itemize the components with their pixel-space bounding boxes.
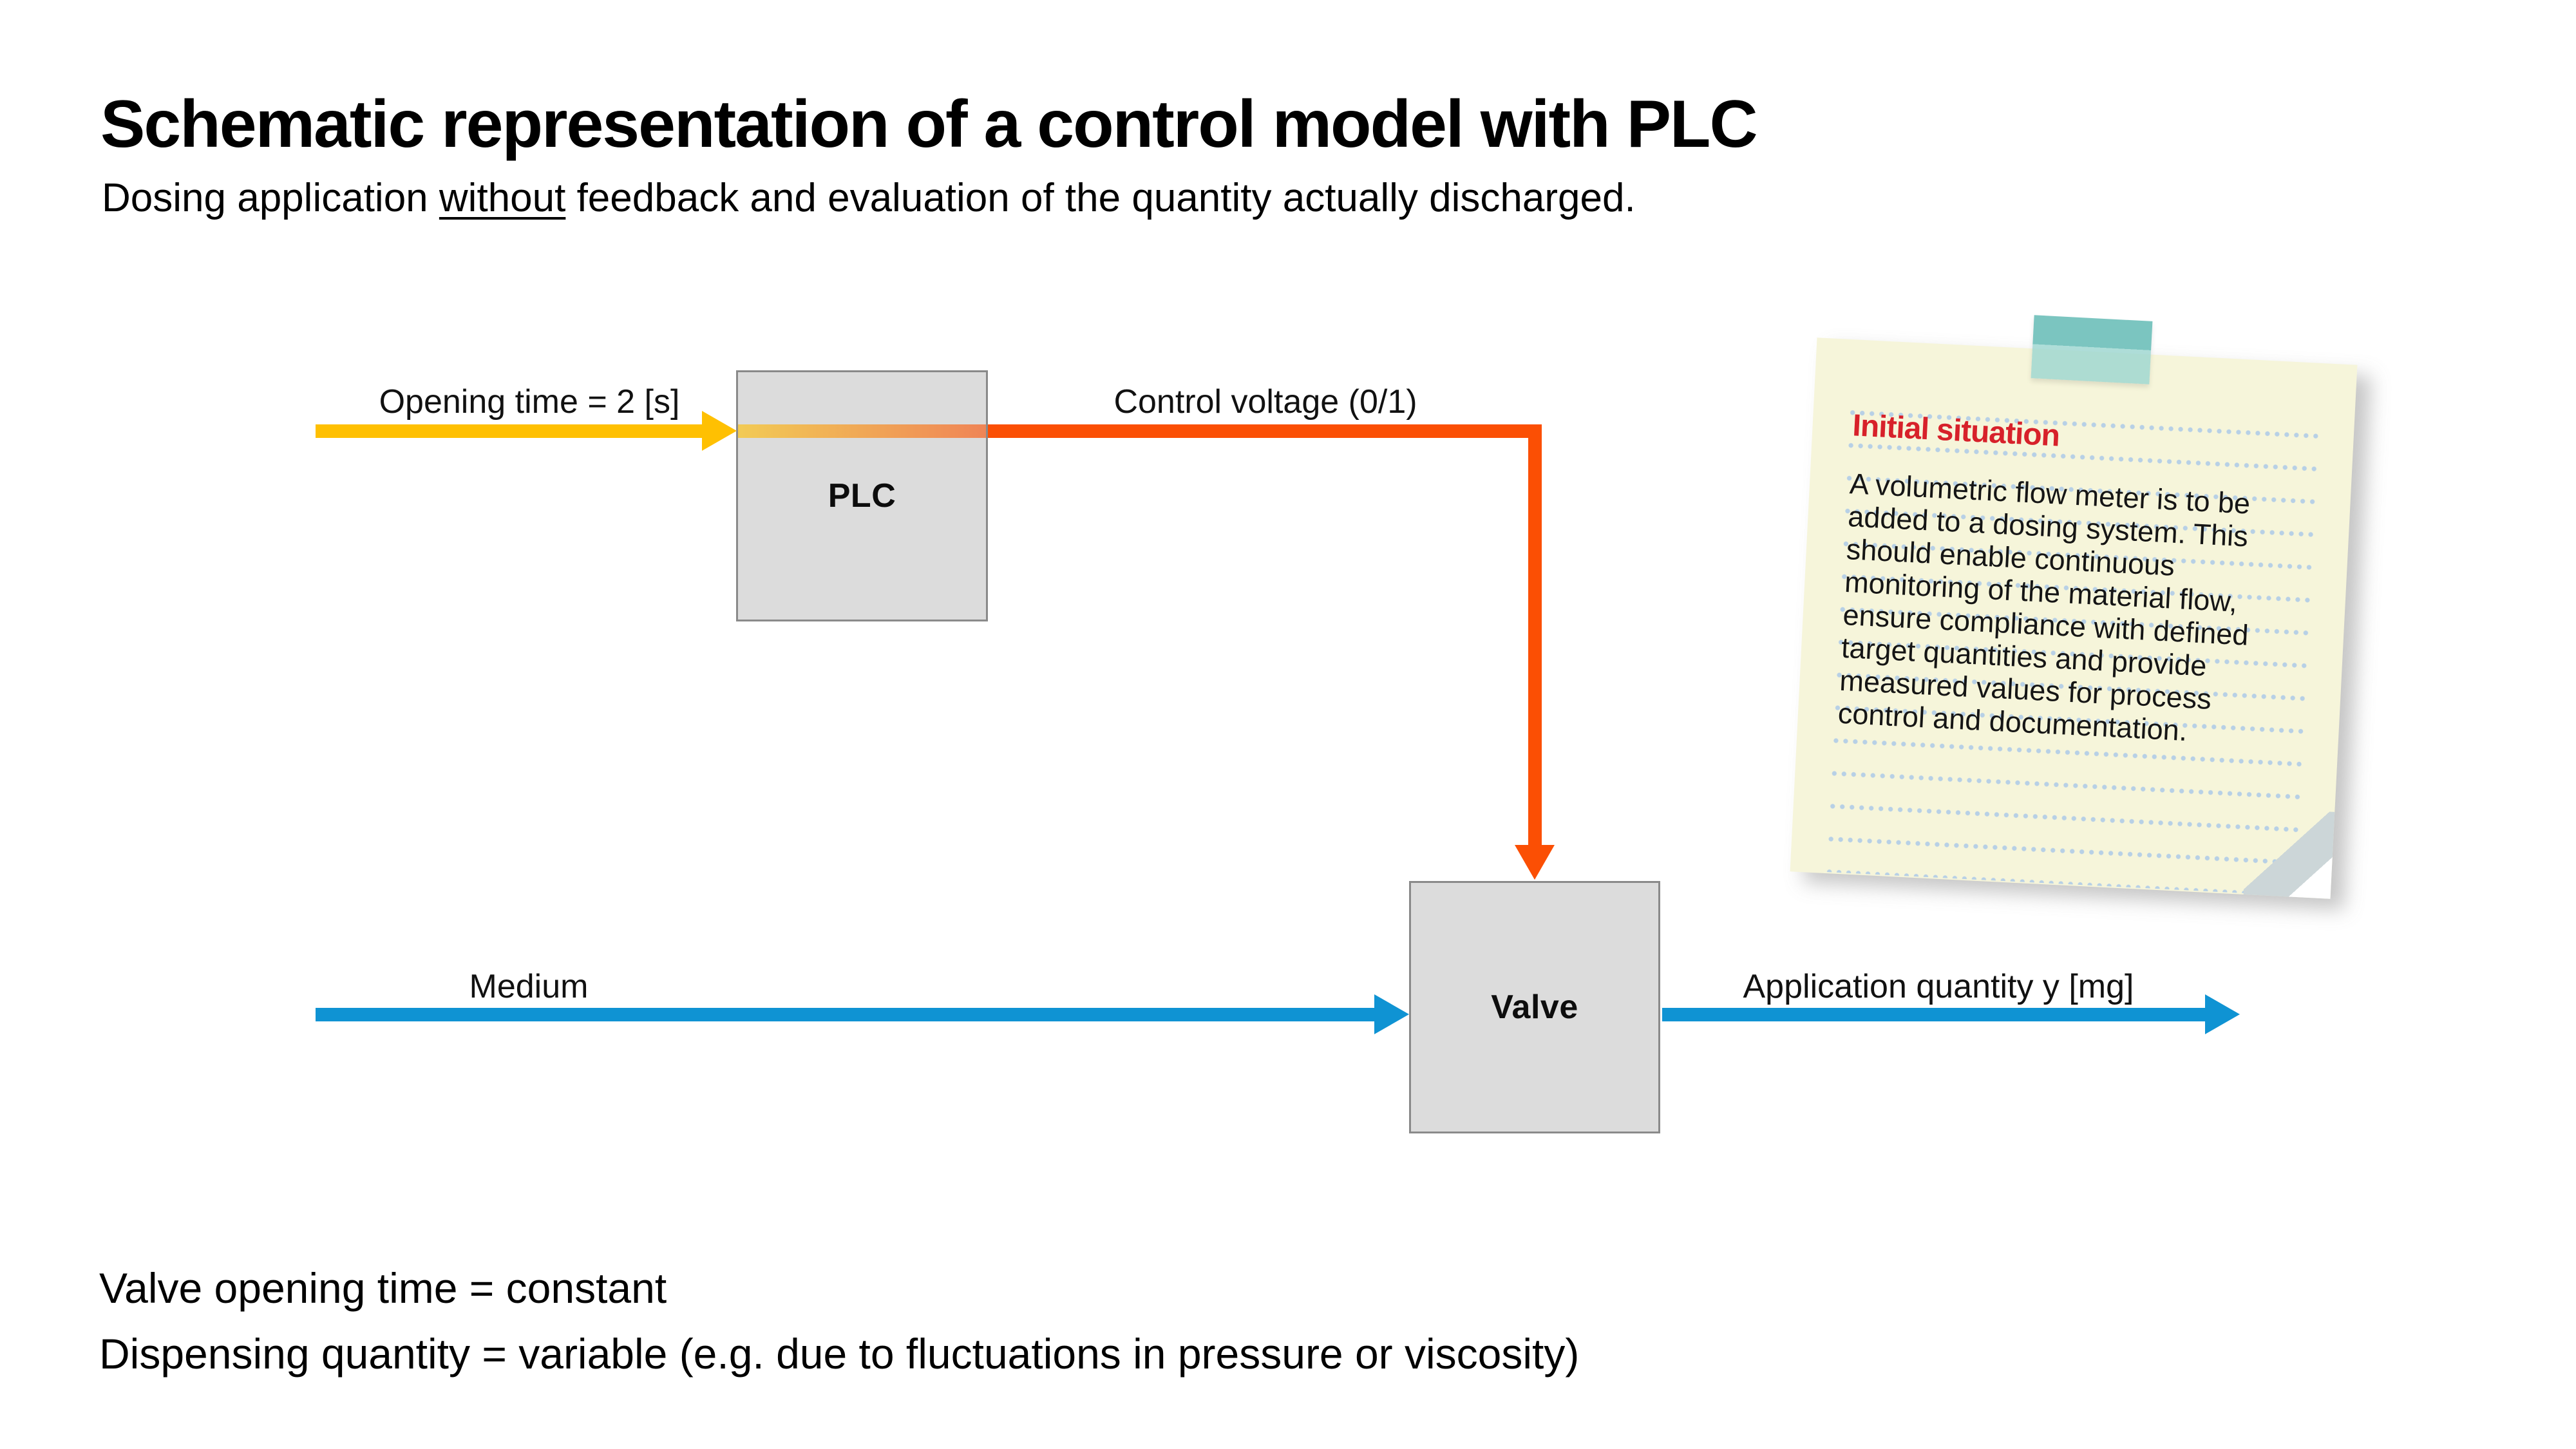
control-voltage-arrow-vertical [1528,424,1542,846]
medium-arrow-shaft [316,1008,1376,1021]
footer-valve-opening-time: Valve opening time = constant [99,1264,667,1312]
footer-dispensing-quantity: Dispensing quantity = variable (e.g. due… [99,1330,1580,1378]
folded-corner [2243,808,2335,899]
medium-arrowhead-icon [1374,994,1409,1034]
plc-box-label: PLC [828,477,896,515]
control-voltage-arrow-horizontal [988,424,1542,438]
subtitle-post: feedback and evaluation of the quantity … [565,176,1636,220]
label-medium: Medium [469,968,589,1005]
label-application-quantity: Application quantity y [mg] [1743,968,2134,1005]
subtitle-underlined-word: without [439,176,566,220]
valve-box: Valve [1409,881,1660,1133]
opening-time-arrowhead-icon [702,411,737,451]
label-control-voltage: Control voltage (0/1) [1113,383,1417,421]
control-voltage-arrowhead-icon [1515,845,1555,880]
valve-box-label: Valve [1491,989,1578,1026]
tape [2031,315,2153,384]
plc-box: PLC [736,370,988,621]
page-subtitle: Dosing application without feedback and … [102,175,1636,221]
note-body-text: A volumetric flow meter is to be added t… [1837,467,2251,748]
sticky-note: Initial situation A volumetric flow mete… [1790,337,2358,899]
label-opening-time: Opening time = 2 [s] [379,383,680,421]
application-quantity-arrowhead-icon [2205,994,2240,1034]
application-quantity-arrow-shaft [1662,1008,2206,1021]
opening-time-arrow-shaft [316,424,703,438]
plc-internal-gradient-band [738,424,986,438]
subtitle-pre: Dosing application [102,176,439,220]
page-title: Schematic representation of a control mo… [100,87,1758,162]
